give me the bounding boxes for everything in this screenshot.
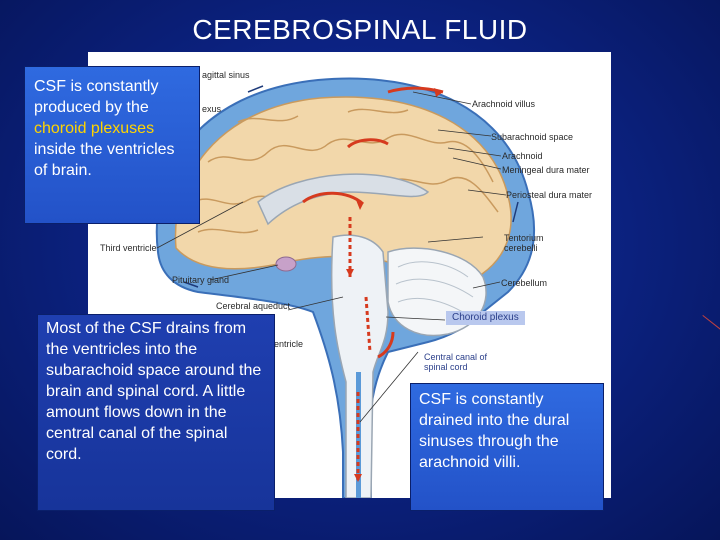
- label-third-ventricle: Third ventricle: [100, 243, 157, 253]
- label-tentorium: Tentorium cerebelli: [504, 233, 544, 253]
- callout-arachnoid-villi: CSF is constantly drained into the dural…: [410, 383, 604, 511]
- label-leader-lines: [156, 91, 507, 423]
- label-central-canal: Central canal of spinal cord: [424, 352, 488, 372]
- callout-csf-production: CSF is constantly produced by the choroi…: [24, 66, 200, 224]
- label-pituitary: Pituitary gland: [172, 275, 230, 285]
- callout-csf-production-text-1: CSF is constantly produced by the: [34, 78, 159, 116]
- label-plexus-fragment: exus: [202, 104, 222, 114]
- callout-csf-production-text-2: inside the ventricles of brain.: [34, 141, 175, 179]
- label-periosteal-dura: Periosteal dura mater: [506, 190, 593, 200]
- slide-title: CEREBROSPINAL FLUID: [192, 14, 528, 45]
- gyri-lines: [192, 108, 499, 234]
- label-ventricle-fragment: entricle: [274, 339, 304, 349]
- label-sagittal-sinus: agittal sinus: [202, 70, 250, 80]
- decorative-line: [702, 315, 720, 331]
- pituitary-shape: [275, 256, 297, 272]
- label-arachnoid-villus: Arachnoid villus: [472, 99, 536, 109]
- label-cerebellum: Cerebellum: [501, 278, 548, 288]
- label-subarachnoid-space: Subarachnoid space: [491, 132, 574, 142]
- corpus-callosum-shape: [257, 173, 430, 226]
- callout-csf-drainage: Most of the CSF drains from the ventricl…: [37, 314, 275, 511]
- label-arachnoid: Arachnoid: [502, 151, 543, 161]
- callout-choroid-plexuses-highlight: choroid plexuses: [34, 120, 155, 137]
- label-meningeal-dura: Meningeal dura mater: [502, 165, 590, 175]
- brainstem-shape: [330, 234, 389, 498]
- label-cerebral-aqueduct: Cerebral aqueduct: [216, 301, 291, 311]
- label-choroid-plexus: Choroid plexus: [446, 311, 525, 325]
- diagram-illustration: [155, 77, 536, 498]
- csf-flow-arrows: [302, 86, 444, 482]
